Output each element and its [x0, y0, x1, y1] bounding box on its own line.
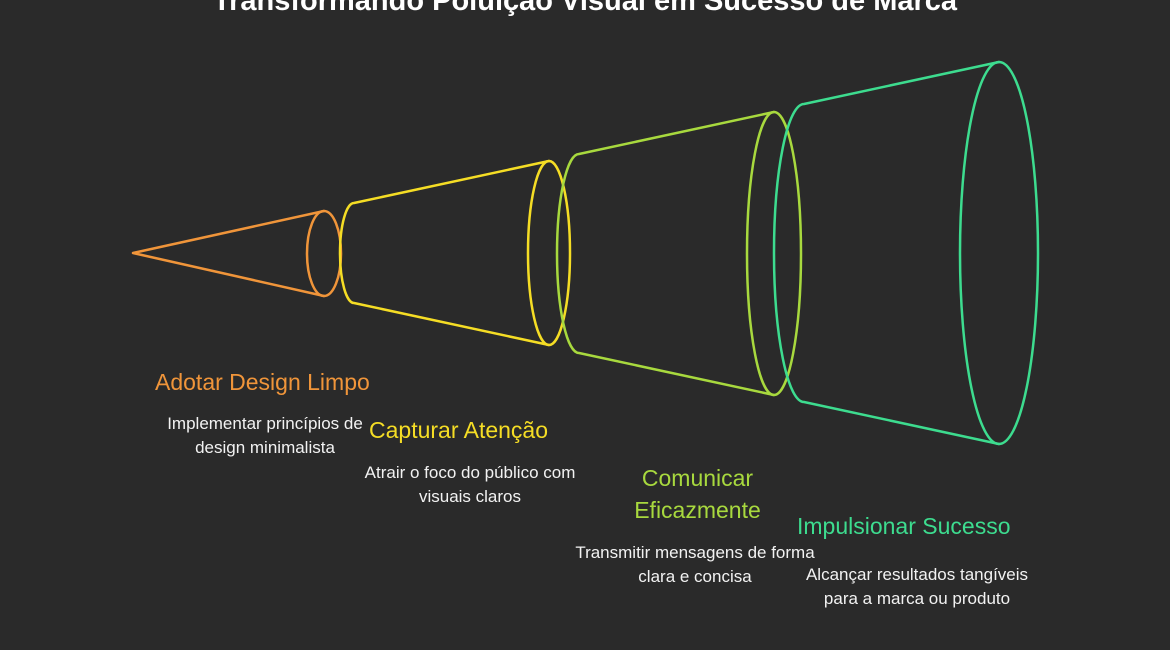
- stage-2-title: Capturar Atenção: [369, 417, 549, 443]
- stage-4-title: Impulsionar Sucesso: [797, 513, 1011, 539]
- segment-1-mouth: [305, 209, 343, 298]
- segment-3-mouth: [745, 110, 803, 397]
- funnel-segment-3: [555, 110, 803, 397]
- stage-2-description: Atrair o foco do público com visuais cla…: [364, 463, 576, 506]
- funnel-segment-4: [772, 60, 1040, 446]
- segment-2-mouth: [526, 159, 572, 347]
- stage-3-title: Comunicar Eficazmente: [634, 465, 761, 523]
- stage-3-description: Transmitir mensagens de forma clara e co…: [575, 543, 815, 586]
- stage-1-description: Implementar princípios de design minimal…: [167, 414, 363, 457]
- stage-1-title: Adotar Design Limpo: [155, 369, 370, 395]
- funnel-segment-1: [131, 209, 343, 298]
- diagram-title: Transformando Poluição Visual em Sucesso…: [212, 0, 958, 17]
- funnel-segment-2: [338, 159, 572, 347]
- segment-4-outline: [772, 60, 1001, 446]
- stage-4-description: Alcançar resultados tangíveis para a mar…: [805, 565, 1029, 608]
- segment-4-mouth: [958, 60, 1040, 446]
- segment-1-outline: [131, 209, 326, 298]
- segment-3-outline: [555, 110, 776, 397]
- segment-2-outline: [338, 159, 551, 347]
